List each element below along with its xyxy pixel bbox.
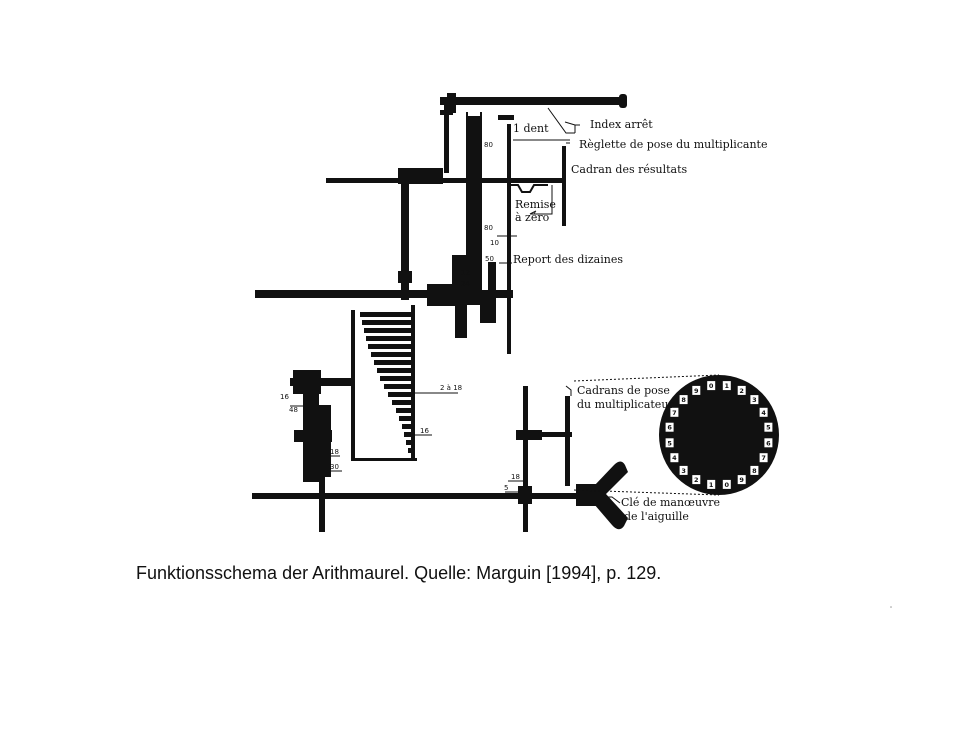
dial-digit: 5 bbox=[766, 424, 771, 432]
dial-digit: 9 bbox=[739, 476, 744, 484]
label-remise: Remise bbox=[515, 198, 556, 211]
dial-digit: 0 bbox=[725, 481, 730, 489]
dial-digit: 8 bbox=[752, 467, 757, 475]
num-80-mid: 80 bbox=[484, 224, 493, 232]
dial-digit: 5 bbox=[667, 439, 672, 447]
num-48: 48 bbox=[289, 406, 298, 414]
dial-digit: 1 bbox=[709, 481, 714, 489]
stray-dot bbox=[890, 606, 892, 608]
num-80-top: 80 bbox=[484, 141, 493, 149]
label-index-arret: Index arrêt bbox=[590, 118, 653, 131]
dial-digit-box bbox=[759, 453, 768, 463]
left-gear-assembly bbox=[290, 370, 352, 532]
vertical-shaft bbox=[398, 180, 412, 300]
leader-lines bbox=[497, 107, 621, 504]
dial-digit: 4 bbox=[672, 454, 677, 462]
num-24: 24 bbox=[461, 280, 470, 288]
num-18-left: 18 bbox=[330, 448, 339, 456]
multiplier-dial bbox=[573, 374, 779, 496]
dial-digit: 3 bbox=[681, 467, 686, 475]
num-10: 10 bbox=[490, 239, 499, 247]
dial-digit-box bbox=[737, 475, 746, 485]
label-aiguille: de l'aiguille bbox=[624, 510, 689, 523]
dial-digit-box bbox=[764, 438, 773, 448]
dial-digit-box bbox=[707, 479, 716, 489]
num-16-right: 16 bbox=[420, 427, 429, 435]
dial-digit-box bbox=[679, 465, 688, 475]
dial-digit: 9 bbox=[694, 387, 699, 395]
dial-digit-box bbox=[707, 381, 716, 391]
dial-digit-box bbox=[692, 475, 701, 485]
dial-digit-box bbox=[679, 395, 688, 405]
label-multiplicateur: du multiplicateur bbox=[577, 398, 674, 411]
dial-digit-box bbox=[737, 385, 746, 395]
dial-digit: 7 bbox=[672, 409, 677, 417]
num-30: 30 bbox=[330, 463, 339, 471]
label-reglette: Règlette de pose du multiplicante bbox=[579, 138, 767, 151]
dial-digit: 6 bbox=[667, 424, 672, 432]
dial-digit-box bbox=[722, 479, 731, 489]
label-cadran-resultats: Cadran des résultats bbox=[571, 163, 688, 176]
stepped-drum bbox=[351, 305, 458, 461]
num-18-bottom: 18 bbox=[511, 473, 520, 481]
num-5: 5 bbox=[504, 484, 508, 492]
label-cadrans-pose: Cadrans de pose bbox=[577, 384, 670, 397]
dial-digit-box bbox=[759, 407, 768, 417]
num-50: 50 bbox=[485, 255, 494, 263]
dial-digit-box bbox=[750, 395, 759, 405]
main-shaft bbox=[255, 255, 513, 338]
dial-digit: 8 bbox=[681, 396, 686, 404]
tooth-counts: 80 80 10 50 12 24 2 à 18 16 16 48 18 30 … bbox=[280, 141, 520, 492]
dial-digit: 0 bbox=[709, 382, 714, 390]
num-12: 12 bbox=[461, 269, 470, 277]
dial-digit-box bbox=[670, 453, 679, 463]
label-report-dizaines: Report des dizaines bbox=[513, 253, 623, 266]
tall-rack bbox=[466, 112, 548, 354]
label-cle-manoeuvre: Clé de manœuvre bbox=[621, 496, 720, 509]
upper-shaft bbox=[326, 146, 566, 226]
dial-digit: 3 bbox=[752, 396, 757, 404]
dial-digit-box bbox=[670, 407, 679, 417]
dial-digit-box bbox=[692, 385, 701, 395]
dial-digit: 7 bbox=[761, 454, 766, 462]
top-bar bbox=[440, 93, 627, 173]
dial-digit-box bbox=[764, 422, 773, 432]
bottom-shaft bbox=[252, 386, 587, 532]
dial-digit: 2 bbox=[694, 476, 699, 484]
dial-digit: 4 bbox=[761, 409, 766, 417]
dial-digit: 6 bbox=[766, 439, 771, 447]
key-handle-icon bbox=[576, 461, 628, 530]
dial-digit-box bbox=[750, 465, 759, 475]
dial-digit-box bbox=[665, 438, 674, 448]
num-16-left: 16 bbox=[280, 393, 289, 401]
dial-digit-box bbox=[722, 381, 731, 391]
dial-digit-box bbox=[665, 422, 674, 432]
label-a-zero: à zéro bbox=[515, 211, 550, 224]
labels: Index arrêt Règlette de pose du multipli… bbox=[513, 118, 767, 523]
dial-digit: 2 bbox=[739, 387, 744, 395]
dial-digit: 1 bbox=[725, 382, 730, 390]
label-1-dent: 1 dent bbox=[513, 122, 549, 135]
figure-caption: Funktionsschema der Arithmaurel. Quelle:… bbox=[136, 563, 662, 583]
num-2-a-18: 2 à 18 bbox=[440, 384, 462, 392]
